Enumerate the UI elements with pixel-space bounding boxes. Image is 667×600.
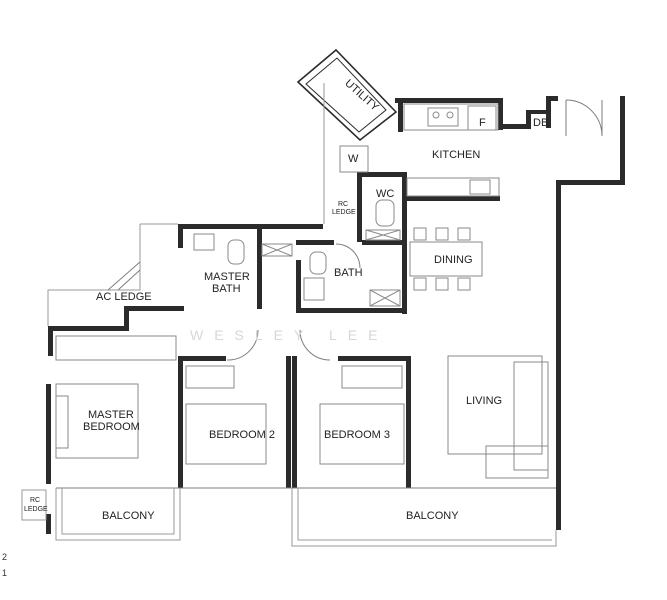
bath-bottom-wall (296, 308, 407, 313)
sofa-chaise (485, 445, 549, 479)
utility-inner (305, 57, 387, 133)
balcony-left-wall (46, 514, 51, 534)
bath-left-wall (296, 260, 301, 312)
bed2-top-wall (178, 356, 226, 361)
outlines (21, 83, 603, 547)
master-bath-left-stub (178, 224, 183, 248)
wardrobe-3 (341, 365, 403, 389)
label-fridge: F (479, 117, 486, 129)
fridge-icon (467, 105, 497, 131)
living-rug (447, 355, 543, 455)
label-master-bath-2: BATH (212, 283, 241, 295)
bed3-top-wall (338, 356, 410, 361)
master-bed-top-left (48, 326, 53, 356)
walls (46, 48, 625, 534)
db-bottom-wall (503, 124, 531, 129)
bath-top-wall (296, 240, 334, 245)
label-ac-ledge: AC LEDGE (96, 291, 152, 303)
label-washer: W (348, 153, 359, 165)
toilet-icon (375, 199, 395, 227)
label-balcony-left: BALCONY (102, 510, 155, 522)
stove-icon (427, 107, 459, 127)
right-long-wall (556, 180, 561, 530)
label-master-bath-1: MASTER (204, 271, 250, 283)
master-bath-right-wall (257, 229, 262, 309)
label-balcony-right: BALCONY (406, 510, 459, 522)
sofa (513, 361, 549, 471)
label-bedroom-2: BEDROOM 2 (209, 429, 275, 441)
db-right-wall (546, 100, 551, 128)
label-master-bedroom-1: MASTER (88, 409, 134, 421)
mbath-toilet-icon (227, 239, 245, 265)
kitchen-top-wall (395, 98, 503, 103)
side-number-1: 2 (2, 552, 7, 562)
basin-icon (193, 233, 215, 251)
db-left-wall (526, 110, 531, 129)
bed3-left-wall (292, 356, 297, 488)
kitchen-right-wall (498, 98, 503, 130)
label-rc-ledge-top-2: LEDGE (332, 209, 356, 216)
bath-top-wall-2 (362, 240, 407, 245)
label-kitchen: KITCHEN (432, 149, 480, 161)
kitchen-counter-bottom (406, 177, 500, 197)
wardrobe-master (55, 335, 177, 361)
bed2-left-wall (178, 356, 183, 488)
bed3-right-wall (406, 356, 411, 488)
washer-icon (339, 145, 369, 173)
master-bath-top-wall (178, 224, 323, 229)
label-rc-ledge-top-1: RC (338, 201, 348, 208)
master-bed-top-wall (48, 326, 129, 331)
dining-table (409, 241, 483, 277)
label-wc: WC (376, 188, 394, 200)
label-rc-ledge-bottom-2: LEDGE (24, 506, 48, 513)
wc-left-wall (357, 172, 362, 242)
wardrobe-2 (185, 365, 235, 389)
entry-top-wall (546, 96, 558, 101)
ac-ledge-step (124, 306, 129, 330)
side-number-2: 1 (2, 568, 7, 578)
kitchen-counter-top (403, 103, 499, 131)
furniture (55, 103, 549, 479)
right-step-wall (560, 180, 625, 185)
sink-icon (469, 179, 491, 195)
bath-basin-icon (303, 277, 325, 301)
bath-toilet-icon (309, 251, 327, 275)
label-db: DB (533, 117, 548, 129)
label-living: LIVING (466, 395, 502, 407)
label-dining: DINING (434, 254, 473, 266)
kitchen-counter-wall (405, 196, 500, 201)
kitchen-left-wall (398, 98, 403, 132)
bed-2 (185, 403, 267, 465)
master-bed-left-wall (46, 384, 51, 484)
watermark: WESLEY LEE (190, 327, 388, 343)
bed2-right-wall (286, 356, 291, 488)
label-master-bedroom-2: BEDROOM (83, 421, 140, 433)
ac-ledge-bottom-wall (124, 306, 184, 311)
label-rc-ledge-bottom-1: RC (30, 497, 40, 504)
wc-top-wall (357, 172, 407, 177)
right-upper-wall (620, 96, 625, 180)
label-bedroom-3: BEDROOM 3 (324, 429, 390, 441)
label-bath: BATH (334, 267, 363, 279)
db-top-wall (526, 110, 548, 114)
bed-3 (319, 403, 405, 465)
